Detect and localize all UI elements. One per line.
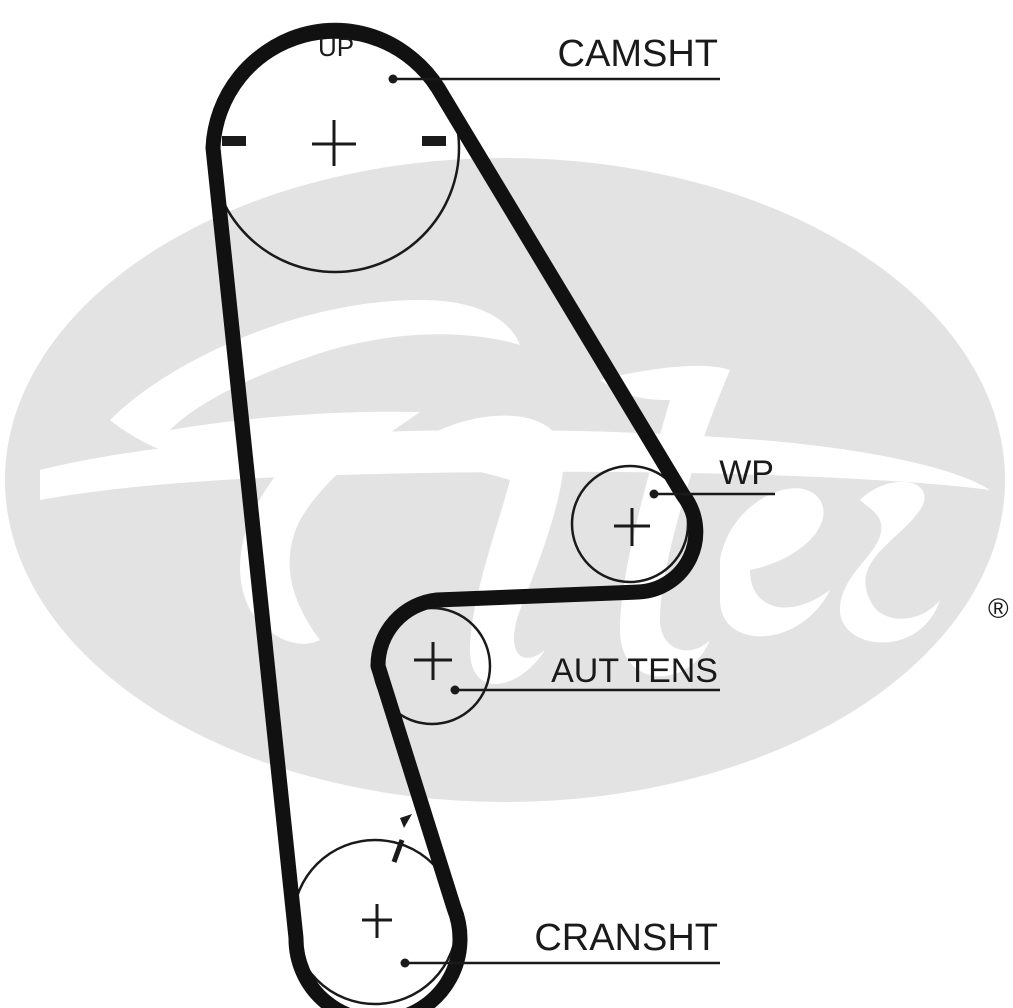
crank-mark-line xyxy=(391,839,405,863)
up-label: UP xyxy=(318,32,354,62)
timing-belt xyxy=(205,23,704,1008)
crankshaft-label: CRANSHT xyxy=(534,917,718,959)
logo-script-a xyxy=(420,415,564,684)
logo-script-s xyxy=(840,481,940,643)
cam-right-mark xyxy=(422,136,446,146)
registered-mark: ® xyxy=(988,593,1009,624)
crank-mark-arrow xyxy=(400,814,412,828)
logo-script-e xyxy=(720,488,830,637)
gates-logo: ® xyxy=(5,158,1009,802)
cam-left-mark xyxy=(222,136,246,146)
pulley-centers xyxy=(362,508,650,938)
logo-ellipse xyxy=(5,158,1005,802)
tensioner-label: AUT TENS xyxy=(551,652,718,690)
water-pump-label: WP xyxy=(719,454,774,492)
crank-timing-mark xyxy=(391,814,412,863)
camshaft-label: CAMSHT xyxy=(558,33,718,75)
logo-swoosh xyxy=(40,430,990,500)
callouts: CAMSHT WP AUT TENS CRANSHT xyxy=(388,33,775,968)
crankshaft-pulley xyxy=(291,838,459,1006)
camshaft-marks: UP xyxy=(222,32,446,166)
